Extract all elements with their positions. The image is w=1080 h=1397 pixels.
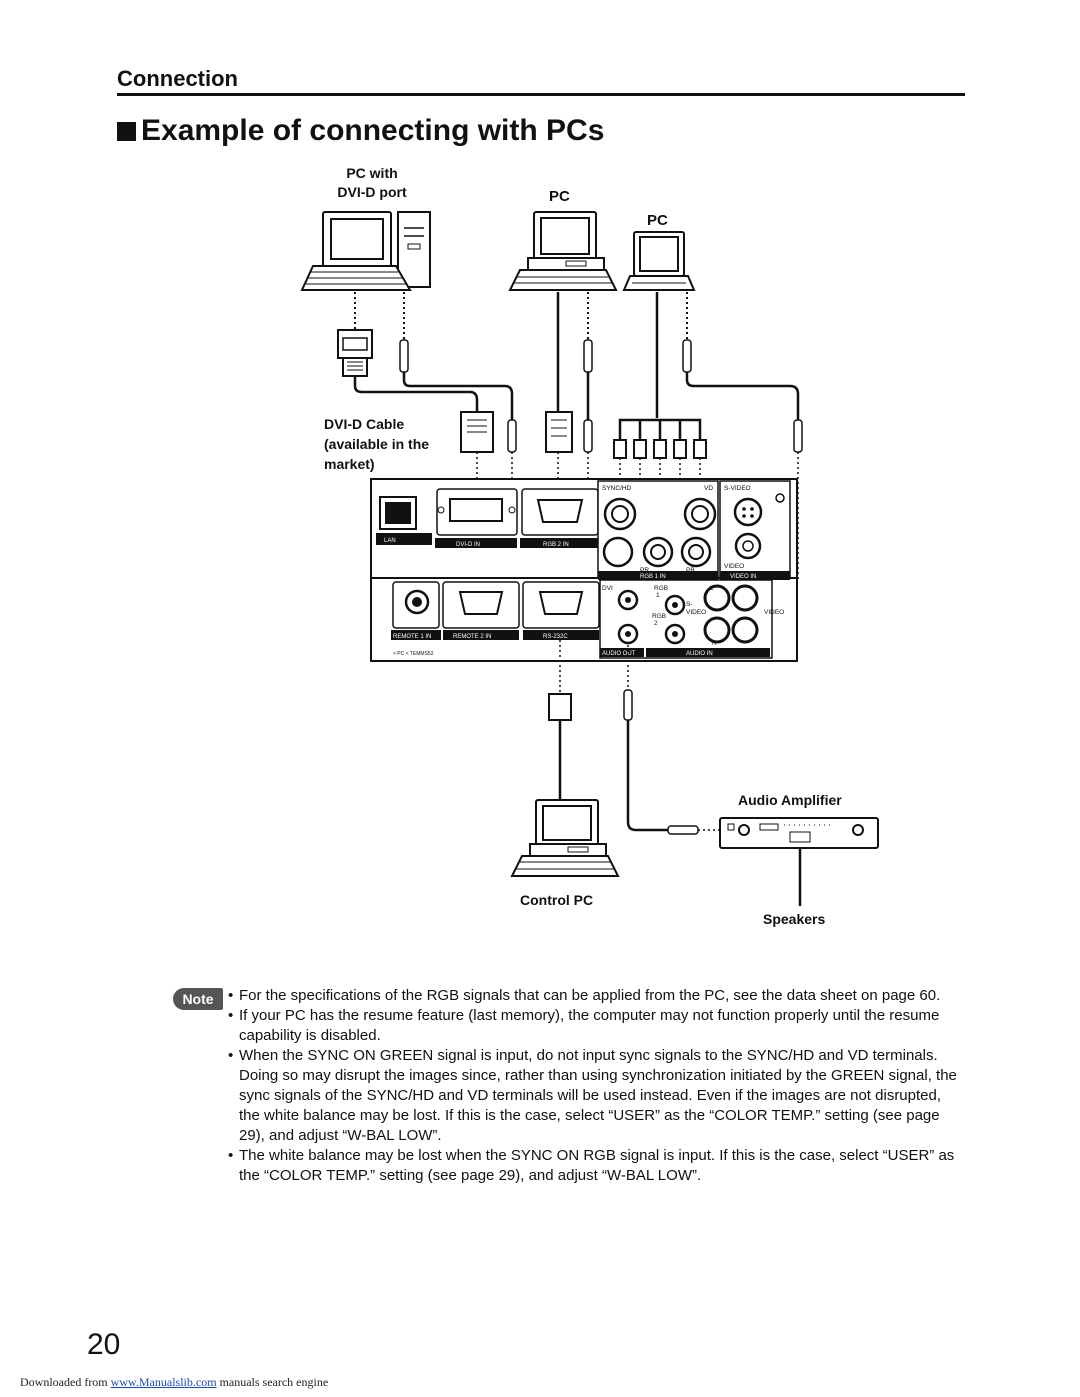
label-pc-desktop: PC [549, 188, 570, 205]
panel-label-two: 2 [654, 620, 658, 627]
note-item: When the SYNC ON GREEN signal is input, … [226, 1046, 966, 1146]
panel-label-rgb1-in: RGB 1 IN [640, 574, 666, 580]
panel-label-rgb2: RGB [652, 613, 666, 620]
note-list: For the specifications of the RGB signal… [226, 986, 966, 1186]
label-pc-laptop: PC [647, 212, 668, 229]
desktop-pc-icon [508, 211, 618, 291]
control-pc-icon [510, 799, 620, 877]
section-divider [117, 93, 965, 96]
display-rear-panel: LAN DVI-D IN RGB 2 IN SYNC/HD VD PB PR R… [370, 478, 798, 662]
panel-label-pb: PB [686, 567, 695, 574]
panel-label-dvi-d-in: DVI-D IN [456, 542, 480, 548]
dvi-adapter-icon [337, 329, 373, 377]
panel-label-remote2-in: REMOTE 2 IN [453, 634, 491, 640]
note-item: If your PC has the resume feature (last … [226, 1006, 966, 1046]
page-heading: Example of connecting with PCs [117, 114, 604, 148]
heading-square-icon [117, 121, 136, 141]
panel-plug-icons [460, 411, 707, 459]
panel-label-lan: LAN [384, 538, 396, 544]
label-speakers: Speakers [763, 911, 826, 927]
panel-label-video-in: VIDEO IN [730, 574, 756, 580]
page-heading-text: Example of connecting with PCs [141, 114, 605, 147]
panel-label-audio-out: AUDIO OUT [602, 651, 636, 657]
label-available: (available in the [324, 436, 430, 452]
note-badge: Note [173, 988, 223, 1010]
footer-prefix: Downloaded from [20, 1375, 111, 1389]
section-title: Connection [117, 66, 238, 91]
connection-diagram: LAN DVI-D IN RGB 2 IN SYNC/HD VD PB PR R… [300, 211, 879, 906]
panel-label-video-audio-a: VIDEO [686, 609, 706, 616]
footer-suffix: manuals search engine [216, 1375, 329, 1389]
panel-label-rgb1: RGB [654, 585, 668, 592]
panel-label-model: > PC < TEMMS52 [393, 651, 434, 657]
panel-label-audio-in: AUDIO IN [686, 651, 713, 657]
panel-label-dvi: DVI [602, 585, 613, 592]
audio-amplifier-icon [719, 817, 879, 849]
panel-label-remote1-in: REMOTE 1 IN [393, 634, 431, 640]
panel-label-s-video: S-VIDEO [724, 485, 751, 492]
label-dvi-d-port: DVI-D port [337, 184, 407, 200]
panel-label-r: R [712, 640, 717, 647]
footer-link[interactable]: www.Manualslib.com [110, 1375, 217, 1389]
page-number: 20 [87, 1328, 121, 1361]
lower-cables [548, 640, 802, 906]
footer: Downloaded from www.Manualslib.com manua… [20, 1375, 328, 1390]
panel-label-l: L [710, 585, 714, 592]
laptop-pc-icon [622, 231, 696, 291]
panel-label-s-audio: S- [686, 601, 693, 608]
label-market: market) [324, 456, 375, 472]
panel-label-one: 1 [656, 592, 660, 599]
label-audio-amplifier: Audio Amplifier [738, 792, 842, 808]
panel-label-vd: VD [704, 485, 713, 492]
note-item: For the specifications of the RGB signal… [226, 986, 966, 1006]
audio-plug-icons [399, 339, 803, 453]
panel-label-pr: PR [640, 567, 649, 574]
cables [353, 292, 800, 440]
panel-label-video-audio-b: VIDEO [764, 609, 784, 616]
panel-label-rs232c: RS-232C [543, 634, 568, 640]
panel-label-sync-hd: SYNC/HD [602, 485, 632, 492]
label-dvi-d-cable: DVI-D Cable [324, 416, 405, 432]
dvi-pc-icon [300, 211, 431, 291]
label-pc-with: PC with [346, 165, 398, 181]
panel-label-rgb2-in: RGB 2 IN [543, 542, 569, 548]
note-item: The white balance may be lost when the S… [226, 1146, 966, 1186]
panel-label-video: VIDEO [724, 563, 744, 570]
label-control-pc: Control PC [520, 892, 594, 908]
